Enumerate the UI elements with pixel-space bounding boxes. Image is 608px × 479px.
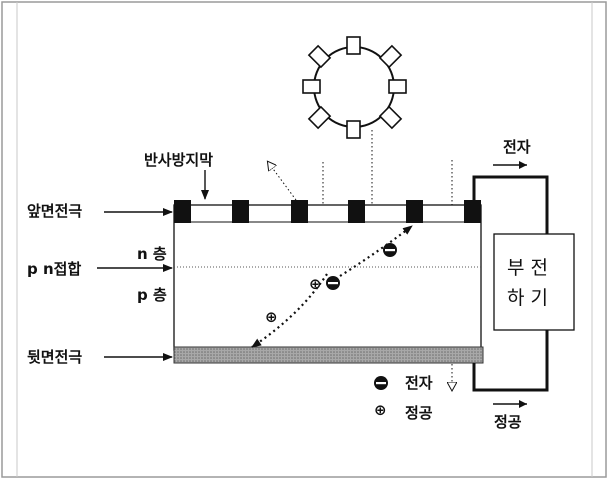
electron-particle — [326, 276, 340, 290]
back-electrode — [173, 346, 484, 364]
hole-particle: ⊕ — [265, 308, 278, 326]
hole-path-arrow — [251, 273, 328, 348]
sun-icon — [302, 36, 407, 139]
hole-particle: ⊕ — [309, 275, 322, 293]
cell-body — [173, 204, 482, 351]
p-layer-label: p 층 — [137, 286, 167, 304]
front-electrode-bar — [464, 200, 481, 223]
electron-path-arrow — [339, 225, 413, 277]
external-circuit — [472, 175, 549, 392]
n-layer-label: n 층 — [137, 245, 167, 263]
back-electrode-label: 뒷면전극 — [27, 348, 82, 366]
legend-electron-icon — [374, 376, 388, 390]
front-electrode-bar — [406, 200, 423, 223]
front-electrode-label: 앞면전극 — [27, 202, 82, 220]
legend-hole-label: 정공 — [405, 404, 433, 422]
electron-particle — [383, 243, 397, 257]
legend-electron-label: 전자 — [405, 374, 433, 392]
hole-current-label: 정공 — [494, 413, 522, 431]
front-electrode-bar — [291, 200, 308, 223]
load-box — [493, 233, 575, 331]
front-electrode-bar — [348, 200, 365, 223]
front-electrode-bar — [174, 200, 191, 223]
load-label-line2: 하 기 — [507, 287, 548, 309]
electron-current-label: 전자 — [503, 138, 531, 156]
legend: 전자 ⊕ 정공 — [374, 374, 433, 422]
front-electrodes — [174, 200, 481, 223]
legend-hole-icon: ⊕ — [374, 401, 387, 419]
pn-junction-label: p n접합 — [27, 260, 81, 278]
front-electrode-bar — [232, 200, 249, 223]
load-label-line1: 부 전 — [507, 257, 548, 279]
anti-reflection-label: 반사방지막 — [144, 151, 213, 169]
